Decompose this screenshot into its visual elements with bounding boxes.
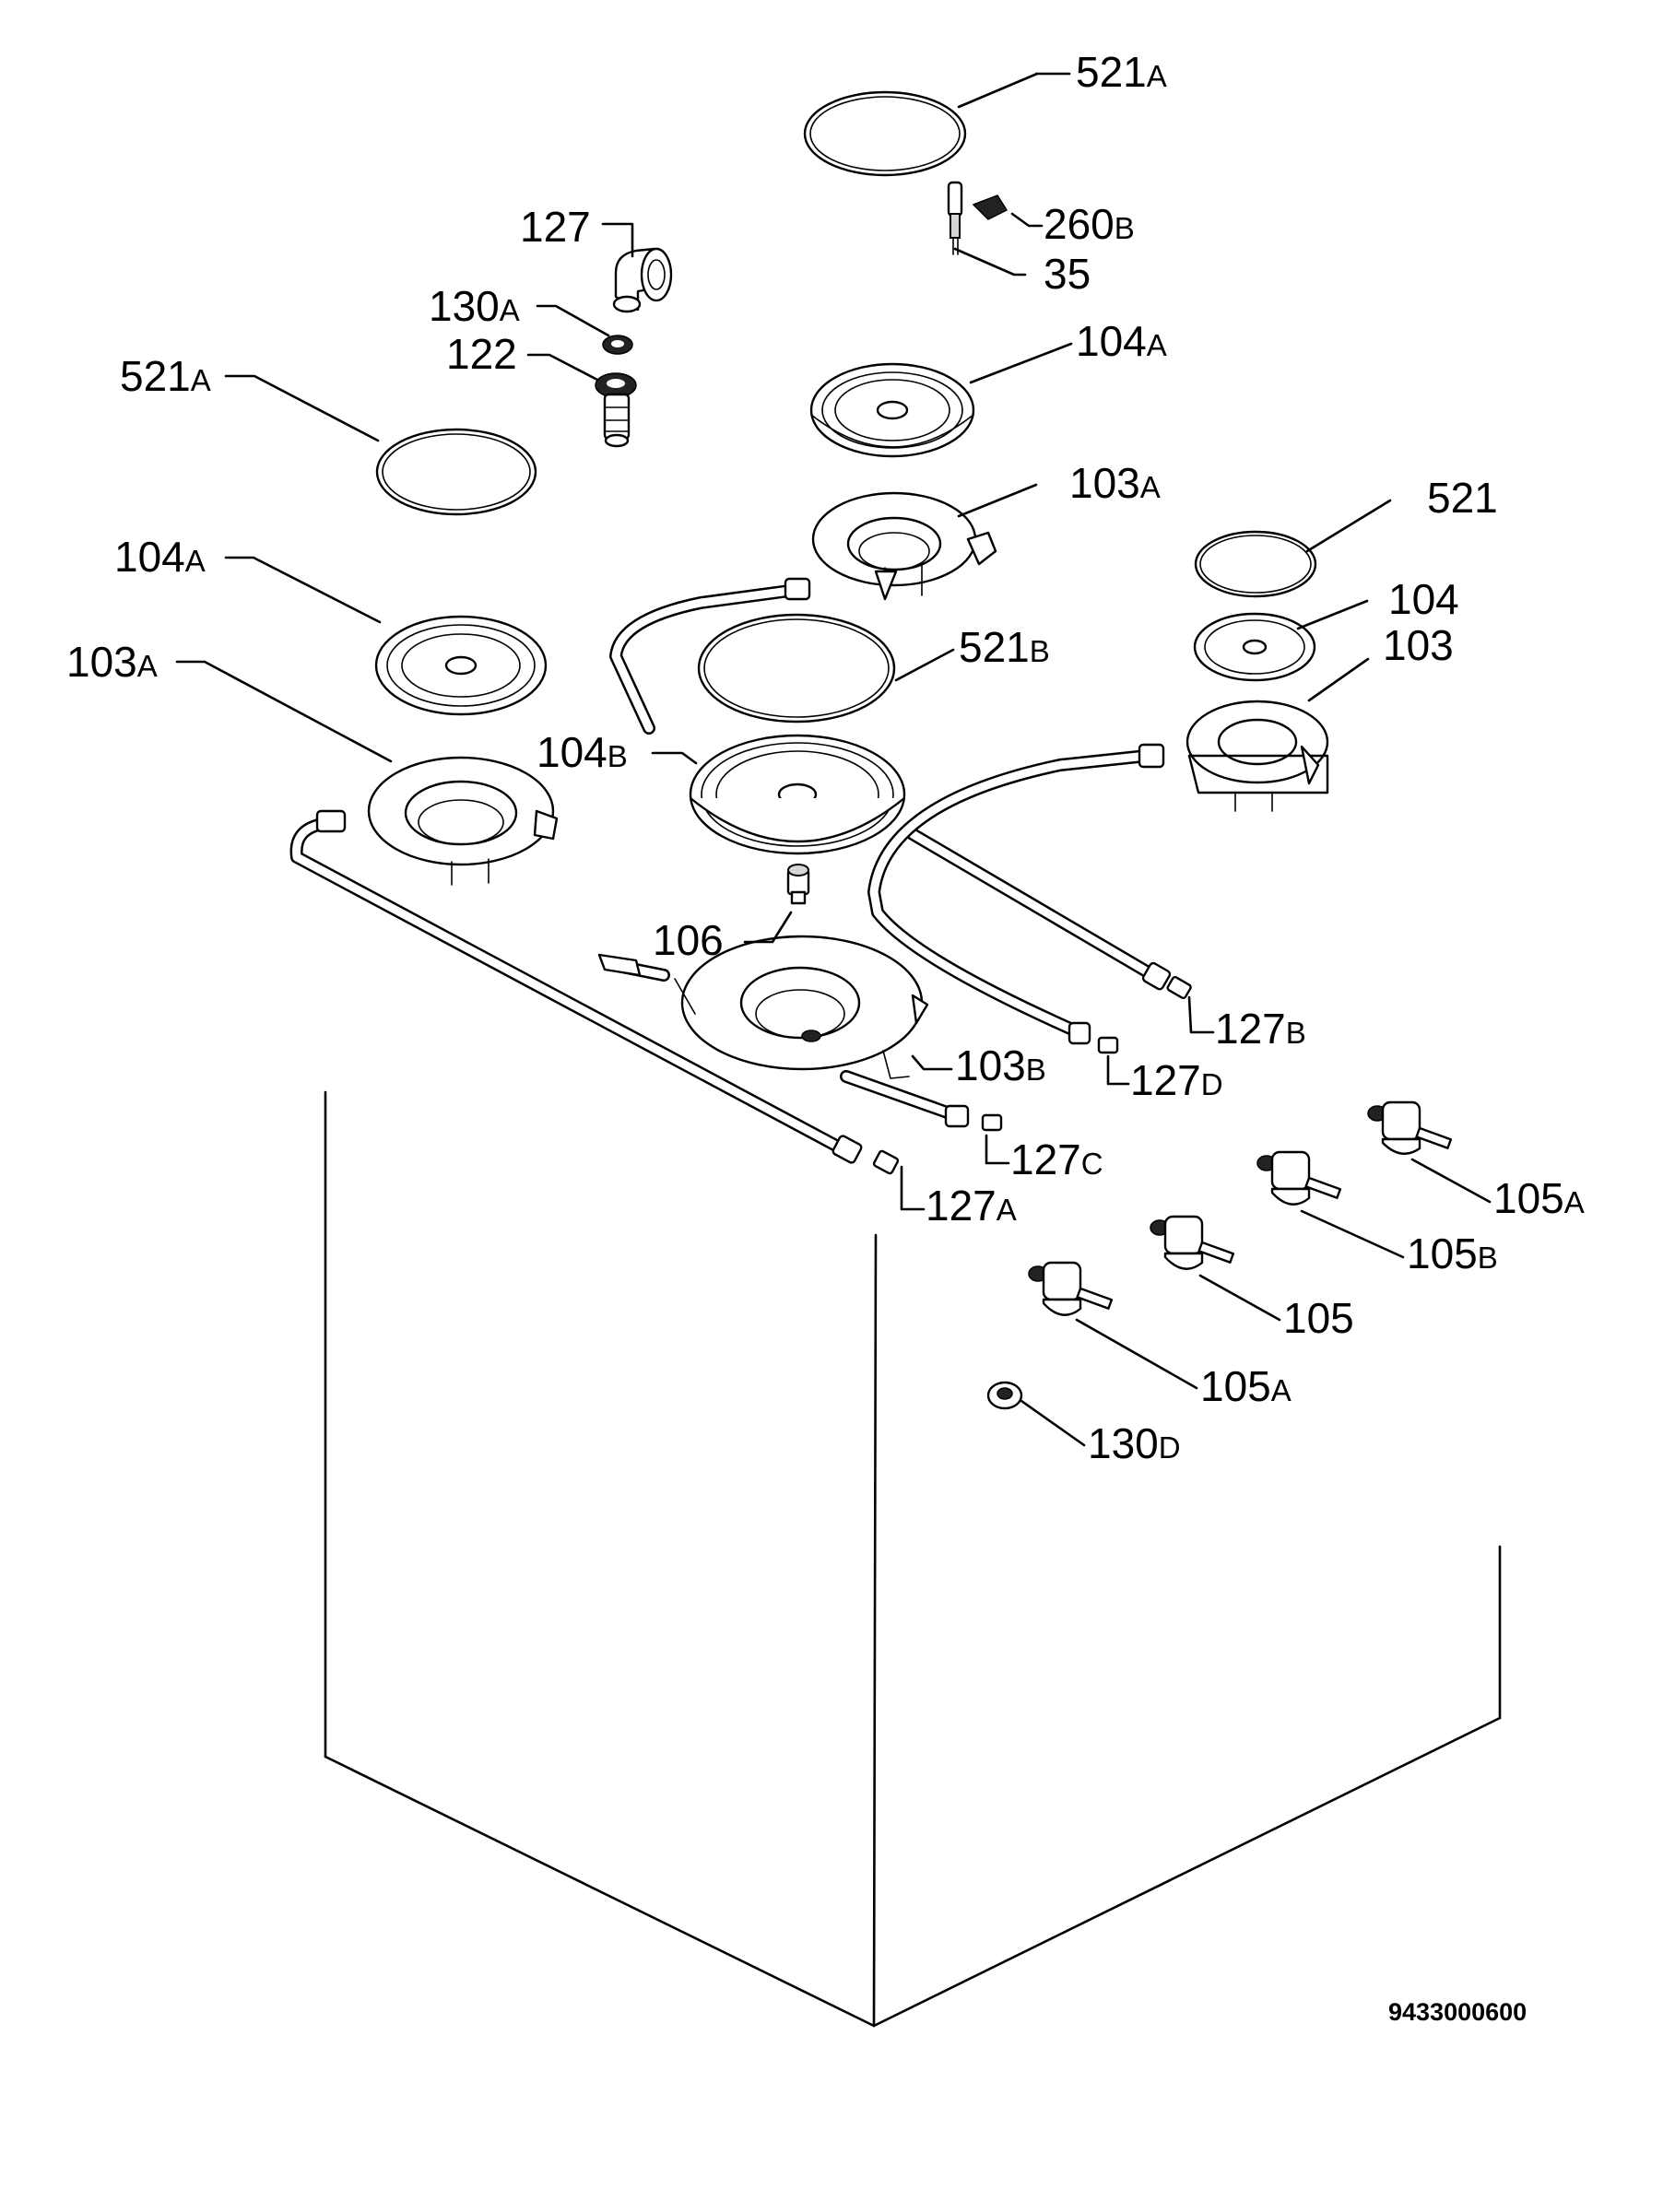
label-521: 521 [1427, 474, 1498, 522]
label-130d: 130D [1088, 1419, 1181, 1467]
flame-spreader-104a-left [374, 615, 548, 716]
gas-pipe-127a [289, 809, 900, 1175]
spark-clip-260b [972, 194, 1009, 220]
label-103a-left: 103A [66, 638, 158, 686]
label-105b: 105B [1407, 1230, 1498, 1277]
label-103b: 103B [955, 1041, 1046, 1089]
injector-106 [786, 864, 810, 905]
label-127b: 127B [1215, 1005, 1306, 1053]
label-127d: 127D [1130, 1056, 1223, 1104]
leader-lines [175, 72, 1492, 1447]
label-104a-right: 104A [1076, 317, 1167, 365]
burner-cap-521a-top [803, 90, 967, 177]
flame-spreader-104 [1193, 612, 1316, 682]
burner-base-103a-right [811, 491, 997, 601]
label-106: 106 [653, 916, 724, 964]
gas-pipe-127c [597, 953, 1003, 1132]
label-104a-left: 104A [114, 533, 206, 581]
label-260b: 260B [1044, 200, 1135, 248]
gas-pipe-to-104a-right [609, 577, 811, 735]
label-127a: 127A [926, 1182, 1017, 1230]
burner-base-103a-left [367, 756, 559, 886]
gas-tap-105b [1256, 1150, 1342, 1206]
burner-base-103b [680, 935, 929, 1079]
label-521a-top: 521A [1076, 48, 1167, 96]
gas-pipe-127d [867, 743, 1165, 1054]
label-103a-right: 103A [1069, 459, 1161, 507]
burner-cap-521b [697, 613, 896, 724]
gas-pipe-127b [906, 828, 1192, 1000]
flame-spreader-104a-right [809, 362, 975, 458]
gas-tap-105a-right [1367, 1100, 1453, 1155]
nut-130d [986, 1381, 1023, 1410]
drawing-code: 9433000600 [1388, 1998, 1527, 2026]
gas-tap-105 [1150, 1215, 1235, 1270]
part-labels: 521A 260B 35 127 130A 122 521A 104A 103A… [66, 48, 1585, 2026]
label-105: 105 [1283, 1294, 1354, 1342]
label-105a-right: 105A [1493, 1174, 1585, 1222]
burner-cap-521a-left [375, 428, 537, 516]
label-127: 127 [520, 203, 591, 251]
burner-base-103 [1185, 700, 1329, 812]
label-130a: 130A [429, 282, 520, 330]
label-521a-left: 521A [120, 352, 211, 400]
label-127c: 127C [1010, 1135, 1103, 1183]
label-521b: 521B [959, 623, 1050, 671]
label-104b: 104B [537, 728, 628, 776]
elbow-fitting-127 [612, 247, 673, 313]
connector-122 [595, 372, 637, 448]
thermocouple-35 [947, 181, 963, 255]
label-105a-low: 105A [1200, 1362, 1292, 1410]
gas-tap-105a-low [1028, 1261, 1114, 1316]
flame-spreader-104b [689, 734, 906, 855]
cabinet-body [324, 1090, 1502, 2028]
label-35: 35 [1044, 250, 1091, 298]
label-122: 122 [446, 330, 517, 378]
label-104: 104 [1388, 575, 1459, 623]
label-103: 103 [1383, 621, 1454, 669]
burner-cap-521 [1194, 530, 1317, 598]
washer-130a [602, 335, 633, 355]
